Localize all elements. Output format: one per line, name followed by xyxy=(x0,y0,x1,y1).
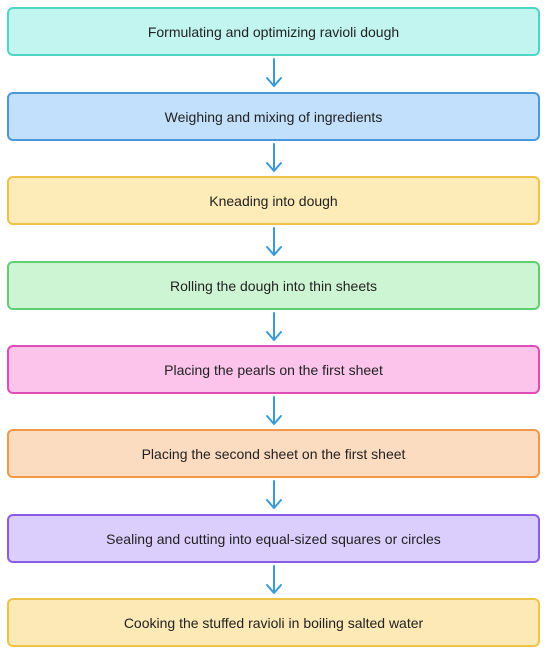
arrow-down-icon xyxy=(264,480,284,510)
arrow-down-icon xyxy=(264,143,284,173)
arrow-down-icon xyxy=(264,565,284,595)
flow-step-3-label: Kneading into dough xyxy=(209,192,338,209)
flow-step-8: Cooking the stuffed ravioli in boiling s… xyxy=(7,598,540,647)
flow-step-3: Kneading into dough xyxy=(7,176,540,225)
flow-step-5: Placing the pearls on the first sheet xyxy=(7,345,540,394)
flow-step-1-label: Formulating and optimizing ravioli dough xyxy=(147,23,400,40)
flow-step-6: Placing the second sheet on the first sh… xyxy=(7,429,540,478)
arrow-down-icon xyxy=(264,312,284,342)
flow-step-1: Formulating and optimizing ravioli dough xyxy=(7,7,540,56)
flow-step-5-label: Placing the pearls on the first sheet xyxy=(164,361,383,378)
flow-step-8-label: Cooking the stuffed ravioli in boiling s… xyxy=(123,614,424,631)
flow-step-6-label: Placing the second sheet on the first sh… xyxy=(141,445,406,462)
flow-step-4: Rolling the dough into thin sheets xyxy=(7,261,540,310)
flow-step-7-label: Sealing and cutting into equal-sized squ… xyxy=(106,530,441,547)
flow-step-2: Weighing and mixing of ingredients xyxy=(7,92,540,141)
flow-step-2-label: Weighing and mixing of ingredients xyxy=(164,108,383,125)
arrow-down-icon xyxy=(264,58,284,88)
flow-step-4-label: Rolling the dough into thin sheets xyxy=(169,277,378,294)
arrow-down-icon xyxy=(264,396,284,426)
flow-step-7: Sealing and cutting into equal-sized squ… xyxy=(7,514,540,563)
arrow-down-icon xyxy=(264,227,284,257)
